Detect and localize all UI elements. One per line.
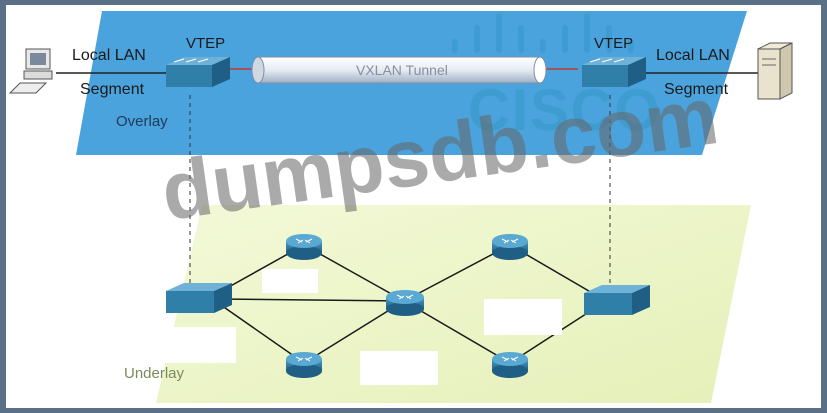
left-host-label-line2: Segment (80, 81, 145, 98)
blank-label-box (484, 299, 562, 335)
blank-label-box (262, 269, 318, 293)
vtep-right-label: VTEP (594, 35, 634, 52)
router-center (386, 290, 424, 316)
underlay-plane (156, 205, 751, 403)
network-diagram-svg (8, 11, 793, 403)
right-host-label-line1: Local LAN (656, 47, 730, 64)
right-host-label-line2: Segment (664, 81, 729, 98)
diagram-canvas: Local LAN Segment Local LAN Segment VTEP… (6, 5, 821, 408)
vtep-switch-left (166, 57, 230, 87)
router-bottom-right (492, 352, 528, 378)
vtep-left-label: VTEP (186, 35, 226, 52)
underlay-switch-right (584, 285, 650, 315)
cisco-logo-icon (452, 13, 634, 53)
vxlan-tunnel-label: VXLAN Tunnel (356, 62, 448, 78)
blank-label-box (360, 351, 438, 385)
router-bottom-left (286, 352, 322, 378)
underlay-label: Underlay (124, 365, 185, 382)
left-host-label-line1: Local LAN (72, 47, 146, 64)
server-icon (757, 42, 793, 100)
cisco-watermark: CISCO (468, 78, 662, 143)
vxlan-tunnel (251, 56, 547, 84)
blank-label-box (144, 327, 236, 363)
pc-icon (8, 48, 53, 94)
router-top-right (492, 234, 528, 260)
underlay-switch-left (166, 283, 232, 313)
vtep-switch-right (582, 57, 646, 87)
router-top-left (286, 234, 322, 260)
overlay-label: Overlay (116, 113, 168, 130)
